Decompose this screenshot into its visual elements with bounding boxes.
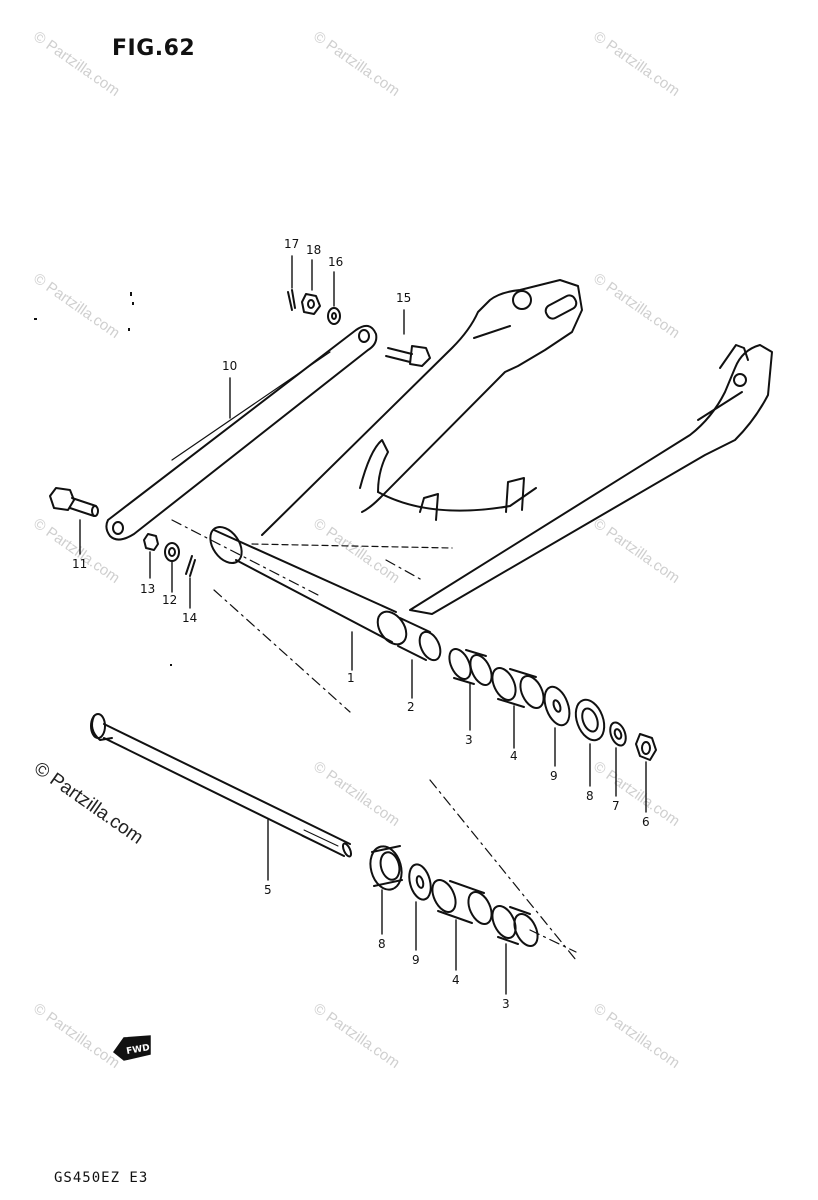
rear-link-bolt xyxy=(385,345,431,367)
spacer-lower xyxy=(431,879,493,925)
callout-8: 8 xyxy=(378,937,386,951)
callout-numbers: 1 2 3 4 9 8 7 6 5 8 9 4 3 10 11 12 13 14… xyxy=(72,237,650,1011)
callout-6: 6 xyxy=(642,815,650,829)
torque-link-nut xyxy=(143,533,159,551)
swing-arm-left-arm xyxy=(261,279,583,536)
washer-lower xyxy=(408,863,432,901)
callout-11: 11 xyxy=(72,557,87,571)
cotter-pin-14 xyxy=(185,555,196,577)
needle-bearing-upper xyxy=(448,648,493,686)
callout-9: 9 xyxy=(550,769,558,783)
callout-7: 7 xyxy=(612,799,620,813)
dust-seal-lower xyxy=(369,845,403,891)
torque-link-bolt xyxy=(49,487,99,517)
callout-8: 8 xyxy=(586,789,594,803)
callout-17: 17 xyxy=(284,237,299,251)
callout-15: 15 xyxy=(396,291,411,305)
washer-7 xyxy=(609,721,627,747)
callout-1: 1 xyxy=(347,671,355,685)
rear-link-washer xyxy=(327,307,341,325)
torque-link xyxy=(105,324,378,541)
pivot-shaft xyxy=(90,713,353,858)
callout-2: 2 xyxy=(407,700,415,714)
rear-link-nut xyxy=(301,293,321,315)
callout-9: 9 xyxy=(412,953,420,967)
needle-bearing-lower xyxy=(491,905,539,947)
callout-3: 3 xyxy=(502,997,510,1011)
callout-leaders xyxy=(79,255,647,995)
forward-direction-tag: FWD xyxy=(112,1035,151,1061)
callout-5: 5 xyxy=(264,883,272,897)
model-code: GS450EZ E3 xyxy=(54,1170,149,1186)
callout-4: 4 xyxy=(510,749,518,763)
callout-3: 3 xyxy=(465,733,473,747)
pivot-bushing xyxy=(397,617,442,662)
fwd-label: FWD xyxy=(126,1043,151,1057)
callout-12: 12 xyxy=(162,593,177,607)
callout-18: 18 xyxy=(306,243,321,257)
callout-10: 10 xyxy=(222,359,237,373)
callout-14: 14 xyxy=(182,611,197,625)
spacer-upper xyxy=(491,667,545,709)
callout-13: 13 xyxy=(140,582,155,596)
figure-title: FIG.62 xyxy=(112,36,196,61)
scan-specks xyxy=(34,292,172,666)
swing-arm-right-arm xyxy=(409,344,773,615)
torque-link-washer xyxy=(164,542,180,562)
callout-4: 4 xyxy=(452,973,460,987)
swing-arm-cross-brace xyxy=(359,439,537,521)
assembly-guide-lines xyxy=(171,519,577,961)
cotter-pin-17 xyxy=(287,289,296,311)
washer-upper xyxy=(543,685,571,727)
pivot-nut xyxy=(635,733,657,761)
callout-16: 16 xyxy=(328,255,343,269)
swing-arm-pivot-tube xyxy=(209,525,453,646)
dust-seal-upper xyxy=(574,698,606,742)
